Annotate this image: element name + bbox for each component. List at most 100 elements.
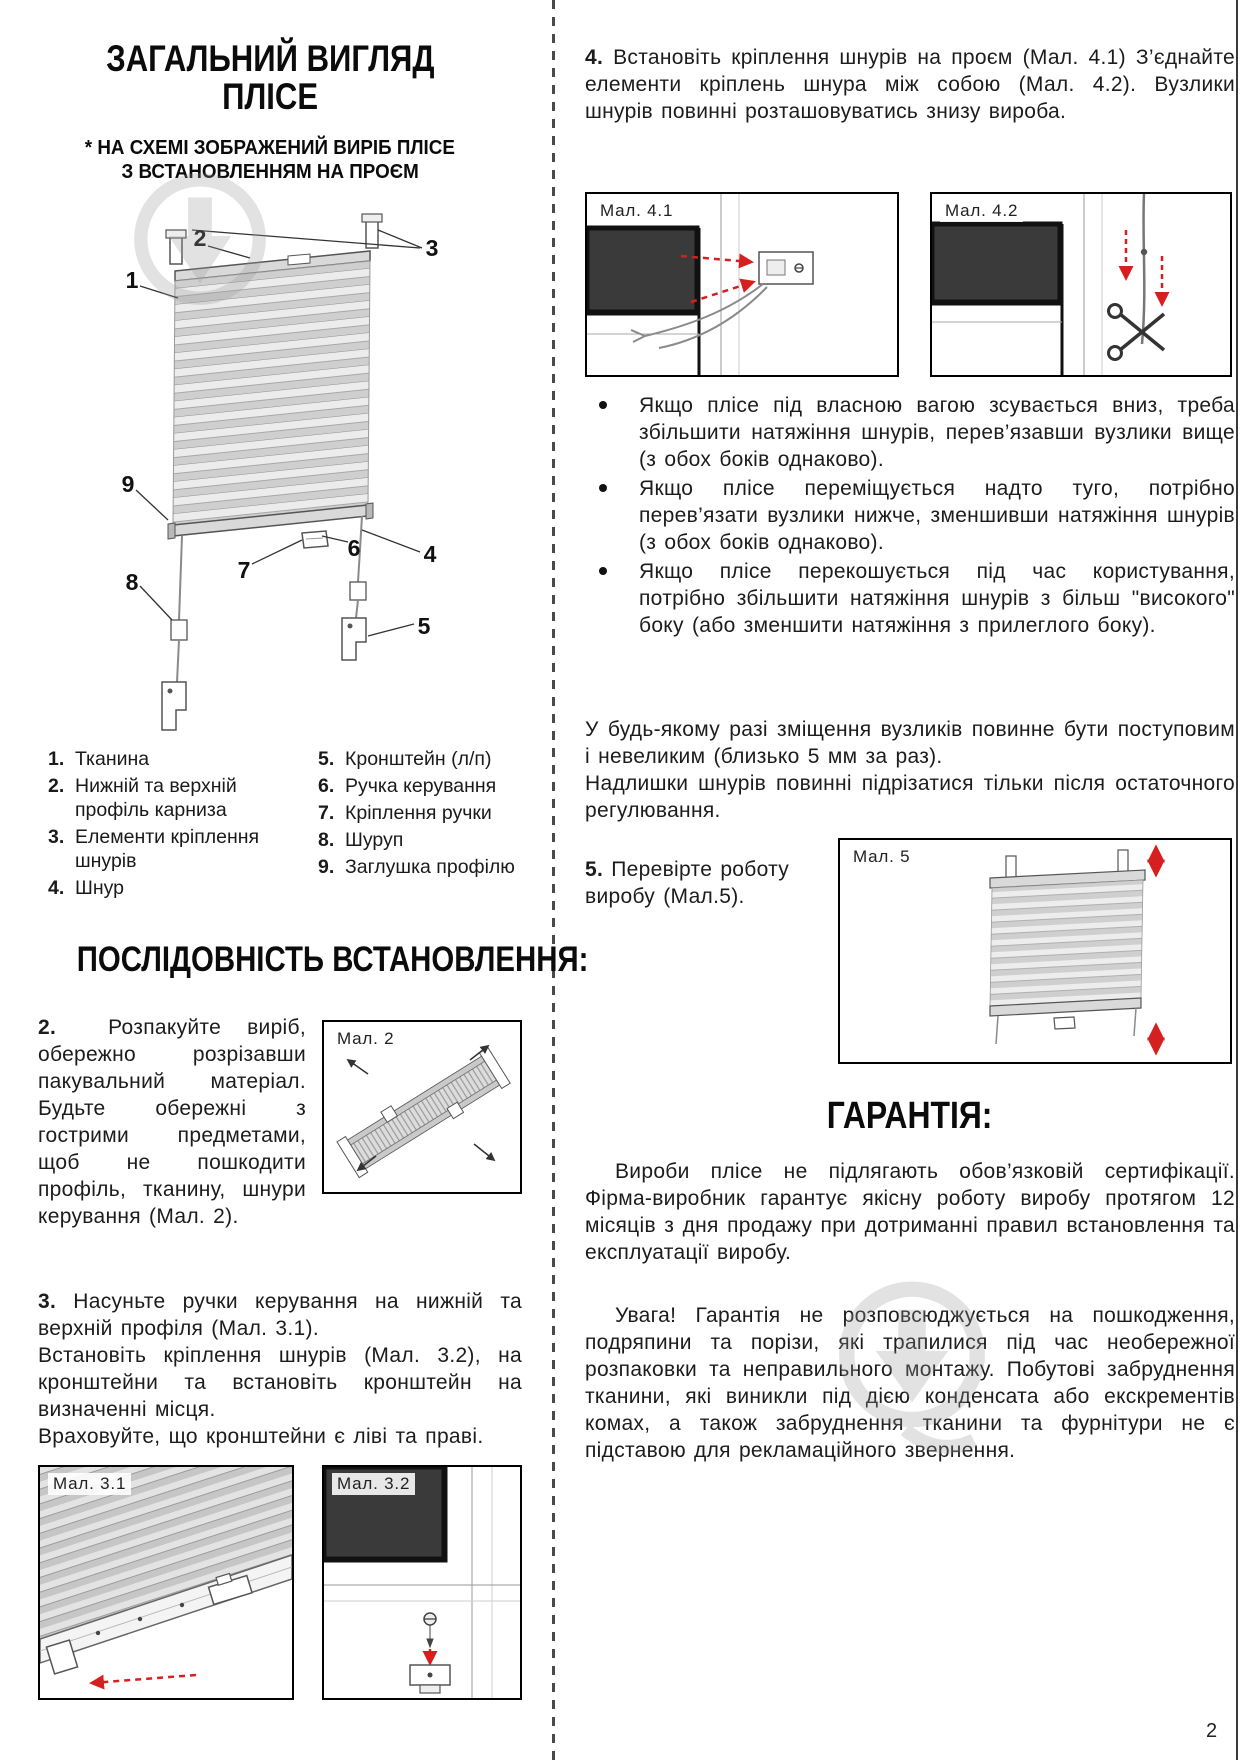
bracket-piece [45,1639,79,1675]
bullet-icon [599,401,607,409]
callout-5: 5 [418,613,431,639]
legend-item: 4. Шнур [48,876,316,900]
legend-text: Нижній та верхній профіль карниза [75,775,237,821]
step-2-text: 2. Розпакуйте виріб, обережно розрізавши… [38,1014,306,1230]
legend-num: 4. [48,877,65,899]
step-5-body: Перевірте роботу виробу (Мал.5). [585,858,790,908]
figure-5-label: Мал. 5 [848,846,916,868]
legend-column-2: 5.Кронштейн (л/п) 6.Ручка керування 7.Кр… [318,747,533,882]
legend-num: 9. [318,856,335,878]
figure-4-1-illustration [587,194,814,375]
legend-item: 8. Шуруп [318,828,533,852]
page-edge-line [1236,0,1238,1760]
figure-3-2: Мал. 3.2 [322,1465,522,1700]
legend-item: 5. Кронштейн (л/п) [318,747,533,771]
step-3-line-2: Встановіть кріплення шнурів (Мал. 3.2), … [38,1344,522,1421]
warranty-paragraph-2: Увага! Гарантія не розповсюджується на п… [585,1304,1235,1462]
figure-3-1: Мал. 3.1 [38,1465,294,1700]
handle-piece [207,1572,253,1606]
screw [423,1612,437,1649]
legend-num: 6. [318,775,335,797]
legend-item: 7. Кріплення ручки [318,801,533,825]
legend-num: 5. [318,748,335,770]
callout-3: 3 [426,235,439,261]
title-note: * НА СХЕМІ ЗОБРАЖЕНИЙ ВИРІБ ПЛІСЕ З ВСТА… [55,136,485,184]
step-3-number: 3. [38,1290,57,1313]
unpack-arrows [346,1044,496,1172]
figure-4-2-label: Мал. 4.2 [940,200,1024,222]
scissors-icon [1107,303,1166,361]
warranty-title: ГАРАНТІЯ: [827,1095,993,1137]
right-column: 4. Встановіть кріплення шнурів на проєм … [552,0,1245,1760]
right-cord-assembly [341,515,367,661]
packed-blind [336,1046,511,1179]
legend-item: 3. Елементи кріплення шнурів [48,825,316,873]
list-item: Якщо плісе переміщується надто туго, пот… [585,475,1235,556]
slide-direction-arrow [89,1673,197,1690]
page-number: 2 [1206,1720,1218,1742]
figure-3-1-illustration [40,1467,292,1690]
page-title: ЗАГАЛЬНИЙ ВИГЛЯД ПЛІСЕ [55,40,485,116]
top-hook-right [361,213,383,249]
figure-3-2-illustration [324,1467,520,1698]
title-note-line-2: З ВСТАНОВЛЕННЯМ НА ПРОЄМ [121,161,419,183]
figure-4-1: Мал. 4.1 [585,192,899,377]
legend-item: 1.Тканина [48,747,316,771]
bullet-icon [599,567,607,575]
bottom-rail [167,502,374,540]
legend-num: 3. [48,826,65,848]
pleated-fabric [989,879,1144,1007]
legend-num: 7. [318,802,335,824]
blind-overview-diagram: 1 2 3 4 5 6 7 8 9 [122,213,439,731]
hanging-cord [1140,194,1148,345]
legend-num: 8. [318,829,335,851]
bullet-icon [599,484,607,492]
control-handle [1053,1016,1076,1030]
window-glass [932,221,1063,305]
cords [995,1007,1137,1045]
note-paragraph-1: У будь-якому разі зміщення вузликів пови… [585,718,1235,768]
title-line-2: ПЛІСЕ [222,76,318,117]
legend-item: 2.Нижній та верхній профіль карниза [48,774,316,822]
cord-fixing-bracket [758,251,814,285]
legend-text: Заглушка профілю [345,856,515,878]
step-3-line-1: 3. Насуньте ручки керування на нижній та… [38,1290,522,1340]
control-handle [301,530,329,549]
pleated-fabric [172,260,371,526]
legend-text: Кронштейн (л/п) [345,748,492,770]
step-2-body: Розпакуйте виріб, обережно розрізавши па… [38,1016,306,1228]
legend-column-1: 1.Тканина 2.Нижній та верхній профіль ка… [48,747,316,903]
step-4-number: 4. [585,46,604,69]
title-note-line-1: * НА СХЕМІ ЗОБРАЖЕНИЙ ВИРІБ ПЛІСЕ [84,137,456,159]
list-item-text: Якщо плісе перекошується під час користу… [639,560,1235,637]
bottom-rail [989,997,1142,1017]
legend-text: Кріплення ручки [345,802,492,824]
left-cord-assembly [161,535,188,731]
section-title: ПОСЛІДОВНІСТЬ ВСТАНОВЛЕННЯ: [76,940,589,979]
legend-text: Елементи кріплення шнурів [75,826,260,872]
figure-2-illustration [336,1044,511,1179]
callout-6: 6 [348,535,361,561]
figure-4-2-illustration [932,194,1170,375]
window-glass [587,225,700,315]
cord-adjust-arrows [1118,230,1170,307]
mount-direction-arrows [680,253,756,304]
step-4-text: 4. Встановіть кріплення шнурів на проєм … [585,44,1235,125]
callout-1: 1 [126,267,139,293]
adjustment-note: У будь-якому разі зміщення вузликів пови… [585,716,1235,824]
list-item: Якщо плісе перекошується під час користу… [585,558,1235,639]
adjustment-tips-list: Якщо плісе під власною вагою зсувається … [585,392,1235,641]
step-4-body: Встановіть кріплення шнурів на проєм (Ма… [585,46,1236,123]
step-2-number: 2. [38,1016,57,1039]
step-5-text: 5. Перевірте роботу виробу (Мал.5). [585,856,835,910]
window-frame [932,194,1103,375]
mounting-bracket [409,1664,451,1694]
window-frame [324,1467,520,1698]
callout-7: 7 [238,557,251,583]
legend-text: Шуруп [345,829,404,851]
step-3-text: 3. Насуньте ручки керування на нижній та… [38,1288,522,1450]
fabric-area [40,1467,292,1639]
step-3-line-3: Враховуйте, що кронштейни є ліві та прав… [38,1425,484,1448]
legend-text: Шнур [75,877,125,899]
figure-4-2: Мал. 4.2 [930,192,1232,377]
